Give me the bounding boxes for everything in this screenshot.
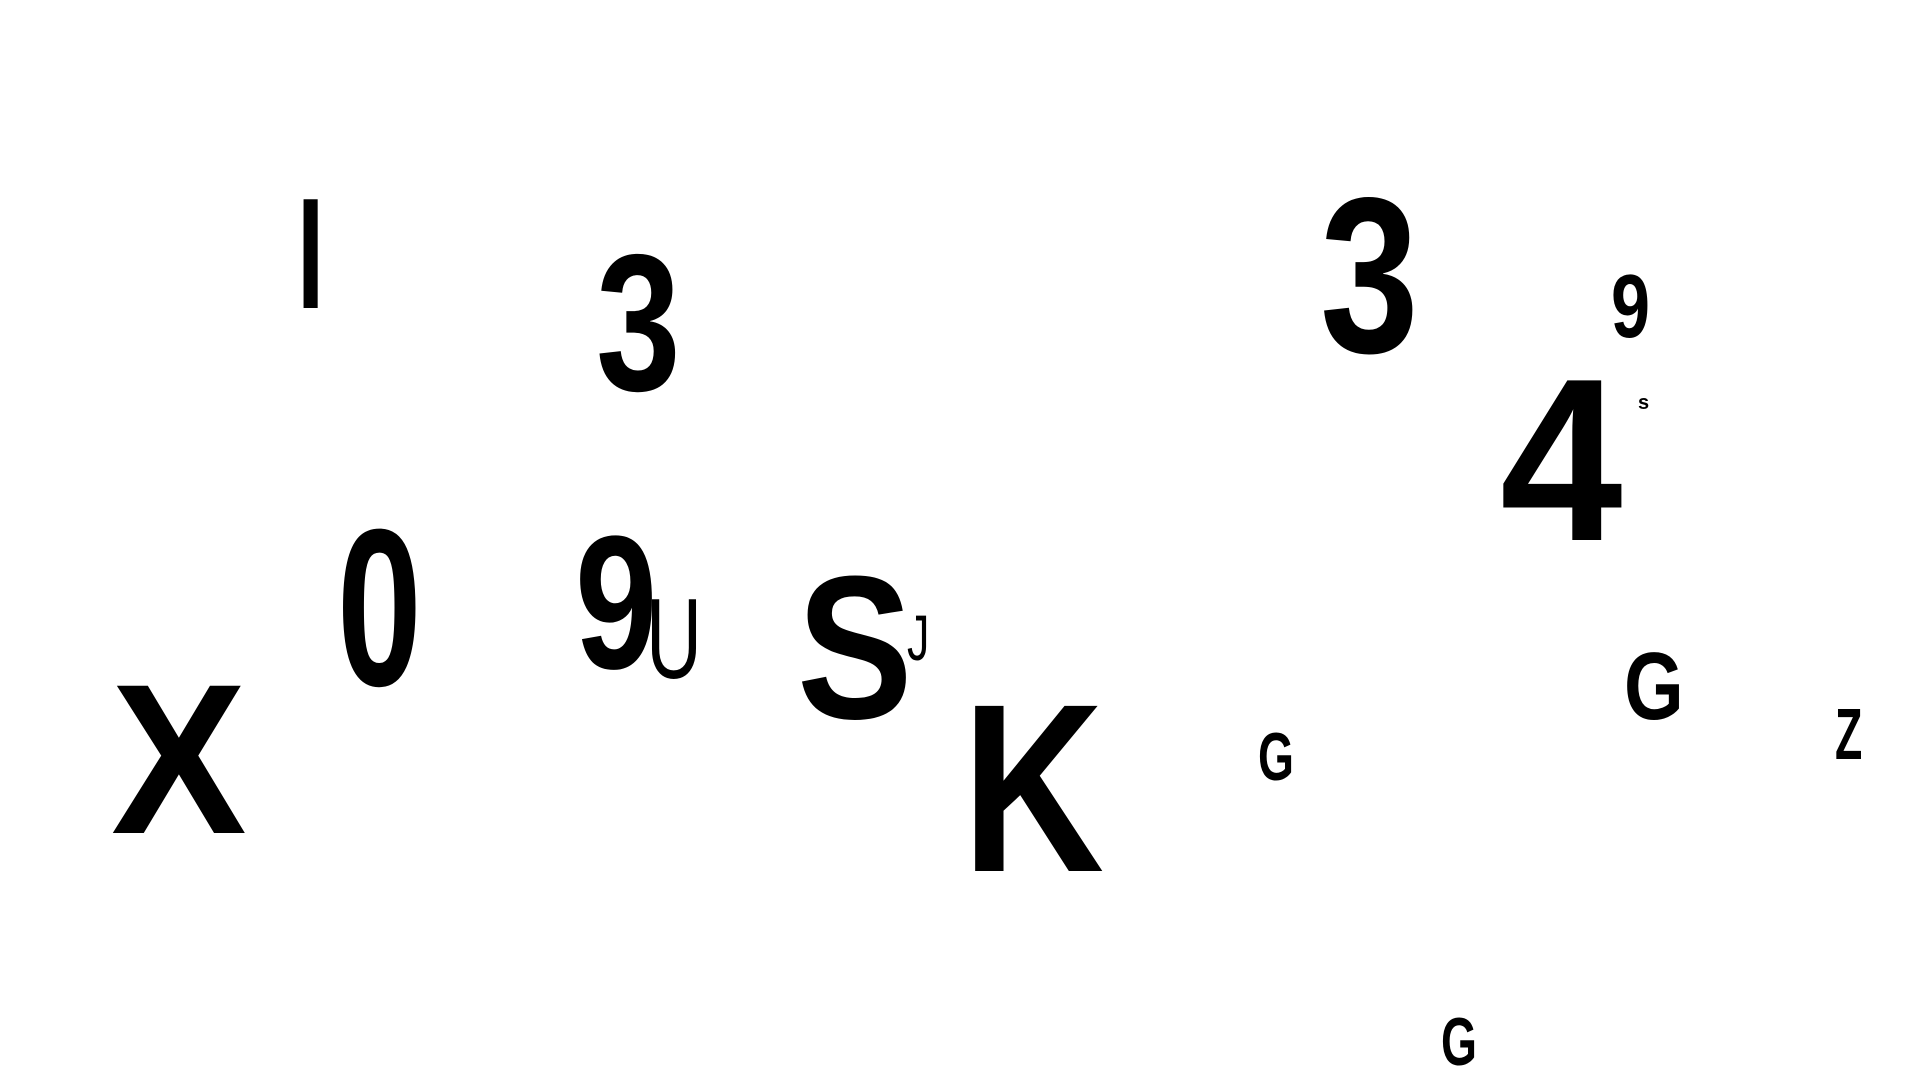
glyph-9-small: 9	[1611, 257, 1651, 357]
glyph-J: J	[907, 602, 930, 674]
glyph-X: X	[111, 640, 247, 879]
glyph-s-tiny: s	[1638, 392, 1650, 414]
glyph-I: I	[297, 166, 325, 342]
glyph-G-small: G	[1258, 719, 1294, 795]
glyph-S: S	[797, 534, 913, 762]
glyph-U: U	[646, 576, 702, 703]
glyph-Z: Z	[1835, 695, 1863, 775]
glyph-K: K	[962, 654, 1105, 922]
glyph-G-bottom: G	[1441, 1004, 1477, 1080]
glyph-4: 4	[1500, 331, 1623, 590]
glyph-G-medium: G	[1624, 633, 1684, 740]
glyph-3-left: 3	[596, 214, 681, 432]
glyph-3-right: 3	[1320, 152, 1419, 400]
glyph-9-large: 9	[575, 497, 658, 709]
glyph-0: 0	[337, 483, 422, 733]
